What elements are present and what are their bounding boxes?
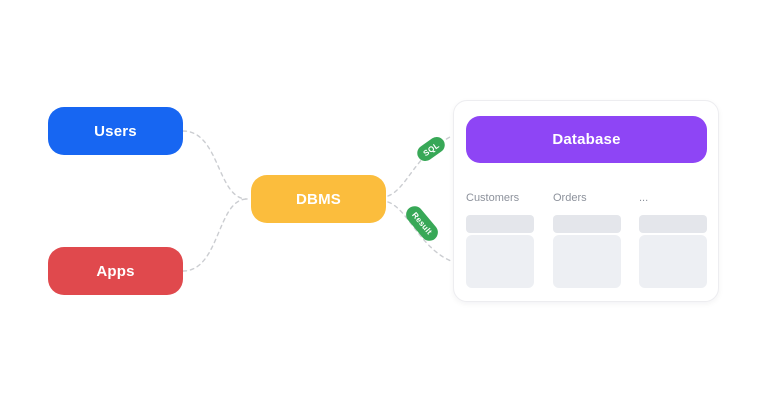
- apps-node: Apps: [48, 247, 183, 295]
- table-body-placeholder: [466, 235, 534, 288]
- table-name-label: Customers: [466, 192, 520, 204]
- table-name-label: ...: [639, 192, 649, 204]
- database-node: Database: [466, 116, 707, 163]
- table-name-label: Orders: [553, 192, 587, 204]
- edge-apps-to-dbms: [182, 198, 248, 272]
- dbms-node: DBMS: [251, 175, 386, 223]
- edge-users-to-dbms: [182, 130, 248, 200]
- database-panel: Database Customers Orders ...: [453, 100, 719, 302]
- table-header-placeholder: [639, 215, 707, 233]
- table-column-more: ...: [639, 191, 707, 288]
- dbms-node-label: DBMS: [296, 190, 341, 208]
- apps-node-label: Apps: [96, 262, 135, 280]
- table-header-placeholder: [466, 215, 534, 233]
- users-node-label: Users: [94, 122, 137, 140]
- table-header-placeholder: [553, 215, 621, 233]
- table-body-placeholder: [639, 235, 707, 288]
- database-node-label: Database: [552, 131, 621, 148]
- table-column-orders: Orders: [553, 191, 621, 288]
- users-node: Users: [48, 107, 183, 155]
- table-body-placeholder: [553, 235, 621, 288]
- table-column-customers: Customers: [466, 191, 534, 288]
